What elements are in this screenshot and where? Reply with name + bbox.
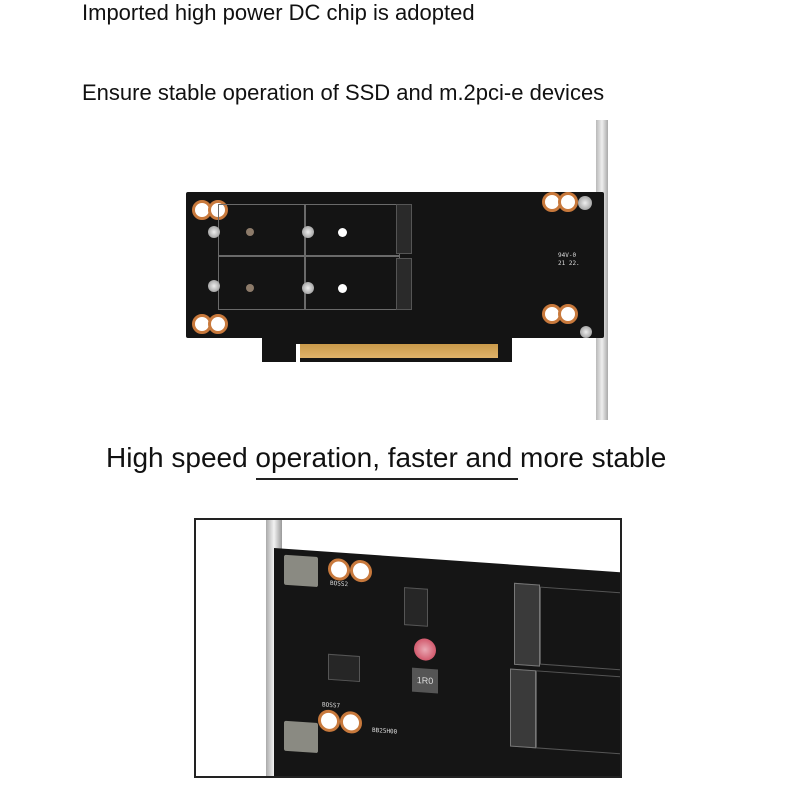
m2-slot-area: [540, 586, 620, 672]
mount-ring: [350, 559, 372, 583]
caption-stable-operation: Ensure stable operation of SSD and m.2pc…: [82, 80, 605, 105]
m2-slot-area: [536, 670, 620, 756]
mount-ring: [318, 709, 340, 733]
mount-ring: [558, 304, 578, 324]
mount-hole: [338, 228, 347, 237]
gold-fingers: [300, 344, 498, 358]
bracket-plate: [284, 554, 318, 588]
standoff: [246, 228, 254, 236]
standoff: [208, 226, 220, 238]
standoff: [246, 284, 254, 292]
inductor: 1R0: [412, 667, 438, 694]
standoff: [302, 226, 314, 238]
screw: [578, 196, 592, 210]
silk-label: BOSS2: [330, 579, 349, 589]
mount-ring: [208, 314, 228, 334]
bracket-plate: [284, 720, 318, 754]
mount-hole: [338, 284, 347, 293]
m2-connector: [514, 582, 540, 667]
slot-divider: [304, 204, 306, 310]
controller-chip: [404, 587, 428, 627]
electrolytic-capacitor: [414, 637, 436, 662]
standoff: [208, 280, 220, 292]
mount-ring: [328, 557, 350, 582]
key-notch: [296, 344, 300, 362]
silk-label: BOSS7: [322, 701, 341, 710]
m2-connector: [510, 668, 536, 749]
silk-label: BB25H00: [372, 726, 398, 736]
mount-ring: [558, 192, 578, 212]
m2-connector: [396, 258, 412, 310]
caption-dc-chip: Imported high power DC chip is adopted: [82, 0, 475, 25]
pwm-chip: [328, 653, 360, 683]
caption-high-speed: High speed operation, faster and more st…: [106, 442, 667, 473]
silk-date: 21 22.: [558, 260, 580, 267]
mount-ring: [340, 710, 362, 735]
silk-rating: 94V-0: [558, 252, 577, 259]
pcb-board: 94V-0 21 22.: [186, 192, 604, 338]
standoff: [302, 282, 314, 294]
m2-connector: [396, 204, 412, 254]
caption-underline: [256, 478, 518, 480]
closeup-photo-frame: BOSS2 BOSS7 BB25H00 1R0: [194, 518, 622, 778]
screw: [580, 326, 592, 338]
pcb-closeup: BOSS2 BOSS7 BB25H00 1R0: [274, 548, 620, 776]
